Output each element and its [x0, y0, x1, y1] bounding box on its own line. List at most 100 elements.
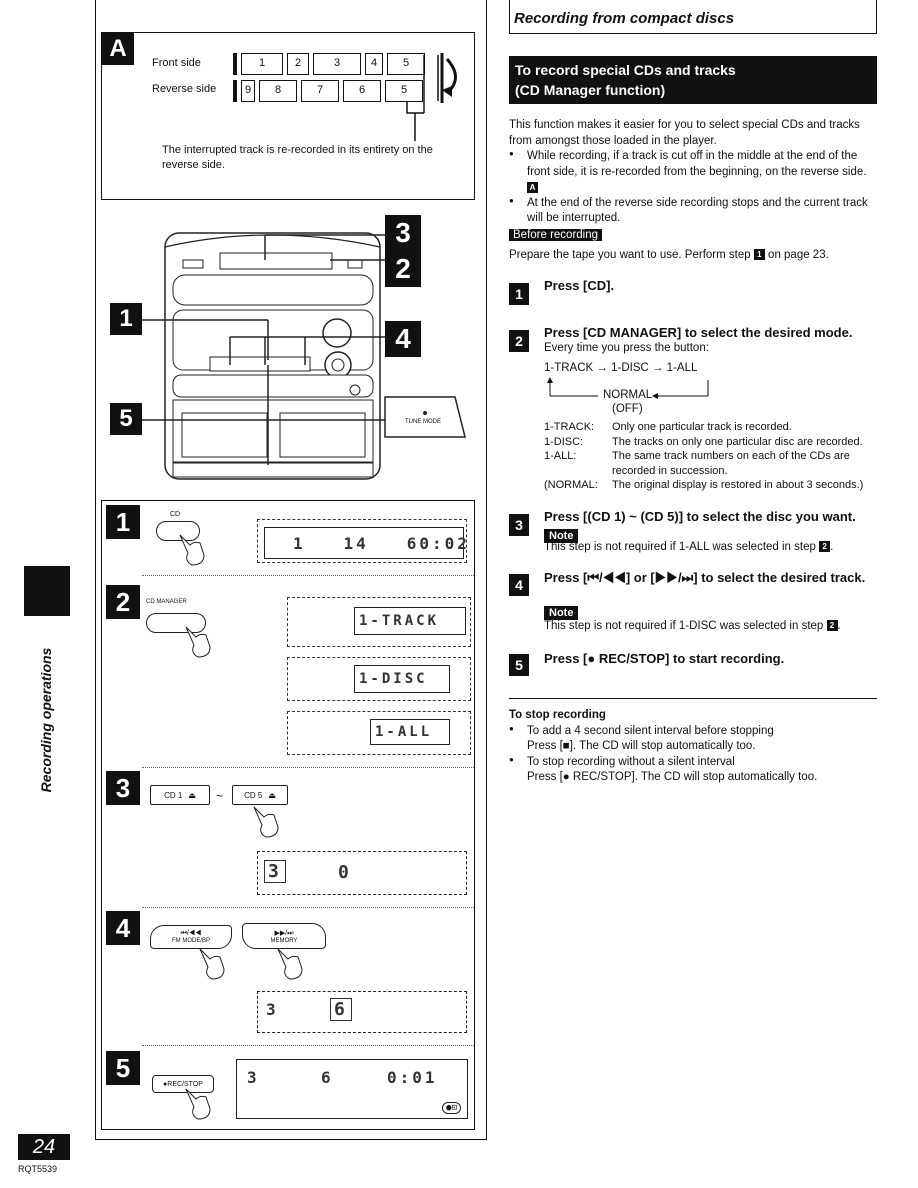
rec-stop-button[interactable]: ●REC/STOP: [152, 1075, 214, 1093]
lcd-step-2c-inner: 1-ALL: [370, 719, 450, 745]
def-1-disc: 1-DISC:The tracks on only one particular…: [544, 435, 863, 448]
track-box: 7: [301, 80, 339, 102]
page-number: 24: [18, 1134, 70, 1160]
step-4-note-label: Note: [544, 603, 579, 621]
step-ref: 2: [826, 620, 838, 632]
reverse-side-label: Reverse side: [152, 83, 217, 95]
pointing-hand-icon: [253, 806, 279, 838]
stop-bullet-1b: Press [■]. The CD will stop automaticall…: [527, 740, 756, 753]
stop-recording-block: To stop recording To add a 4 second sile…: [509, 708, 877, 786]
track-box: 5: [385, 80, 423, 102]
normal-mode: NORMAL: [603, 389, 653, 401]
intro-bullet-2: At the end of the reverse side recording…: [509, 196, 877, 227]
cd5-button-label: CD 5: [244, 790, 263, 800]
intro-block: This function makes it easier for you to…: [509, 118, 877, 227]
panel-step-1-badge: 1: [106, 505, 140, 539]
track-box: 9: [241, 80, 255, 102]
stop-bullet-2a: To stop recording without a silent inter…: [509, 755, 877, 771]
callout-4: 4: [385, 321, 421, 357]
before-recording-label: Before recording: [509, 229, 603, 241]
lcd-1-track-text: 1-TRACK: [359, 613, 440, 629]
cd5-button[interactable]: CD 5 ⏏: [232, 785, 288, 805]
front-side-label: Front side: [152, 57, 201, 69]
sidebar-tab: [24, 566, 70, 616]
step-4-number: 4: [509, 574, 529, 596]
section-title: Recording from compact discs: [514, 10, 735, 27]
cycle-arrow-icon: [547, 377, 709, 399]
range-tilde: ~: [216, 789, 224, 803]
track-box: 8: [259, 80, 297, 102]
callout-5: 5: [110, 403, 142, 435]
figure-ref-a: A: [527, 181, 538, 193]
step-2-number: 2: [509, 330, 529, 352]
before-recording-text: Prepare the tape you want to use. Perfor…: [509, 249, 829, 261]
step-1-title: Press [CD].: [544, 278, 615, 293]
step-5-number: 5: [509, 654, 529, 676]
step-3-title: Press [(CD 1) ~ (CD 5)] to select the di…: [544, 509, 856, 524]
lcd-step-3-disc: 3: [264, 860, 286, 883]
step-3-number: 3: [509, 514, 529, 536]
reverse-track-bar: 9 8 7 6 5: [233, 80, 423, 102]
skip-back-icon: ⏮/◀◀: [180, 930, 202, 937]
lcd-step-2b: [287, 657, 471, 701]
memory-label: MEMORY: [270, 937, 298, 944]
lcd-step-4-disc: 3: [266, 1000, 279, 1019]
lcd-step-5: 3 6 0:01 ●⊡: [236, 1059, 468, 1119]
diagram-a-caption: The interrupted track is re-recorded in …: [162, 144, 433, 171]
lcd-step-5-track: 6: [321, 1068, 334, 1087]
diagram-a-badge: A: [102, 33, 134, 65]
panel-step-3-badge: 3: [106, 771, 140, 805]
callout-2: 2: [385, 251, 421, 287]
skip-forward-button[interactable]: ▶▶/⏭ MEMORY: [242, 923, 326, 949]
lcd-1-all-text: 1-ALL: [375, 724, 433, 740]
title-banner: To record special CDs and tracks (CD Man…: [509, 56, 877, 104]
step-4-note-text: This step is not required if 1-DISC was …: [544, 620, 841, 632]
mode-cycle: 1-TRACK → 1-DISC → 1-ALL: [544, 362, 698, 374]
eject-icon: ⏏: [188, 790, 196, 800]
divider: [142, 1045, 474, 1046]
def-1-track: 1-TRACK:Only one particular track is rec…: [544, 421, 792, 433]
step-ref: 1: [753, 249, 765, 261]
lcd-step-5-disc: 3: [247, 1068, 260, 1087]
track-box: 2: [287, 53, 309, 75]
tune-mode-label: TUNE MODE: [405, 419, 441, 425]
lcd-step-1: [257, 519, 467, 563]
lcd-step-4-track: 6: [330, 998, 352, 1021]
fm-mode-label: FM MODE/BP: [171, 938, 210, 944]
stop-heading: To stop recording: [509, 709, 606, 721]
step-5-title: Press [● REC/STOP] to start recording.: [544, 651, 785, 666]
track-box: 3: [313, 53, 361, 75]
divider: [142, 767, 474, 768]
step-2-sub: Every time you press the button:: [544, 342, 709, 354]
diagram-a: A Front side Reverse side 1 2 3 4 5 9 8 …: [101, 32, 475, 200]
callout-3: 3: [385, 215, 421, 251]
unit-illustration: TUNE MODE 3 2 1 4 5: [110, 215, 480, 490]
cd-manager-button[interactable]: [146, 613, 206, 633]
panel-step-2-badge: 2: [106, 585, 140, 619]
divider: [142, 575, 474, 576]
pointing-hand-icon: [185, 1088, 211, 1120]
title-line-2: (CD Manager function): [515, 82, 666, 98]
pointing-hand-icon: [185, 626, 211, 658]
lcd-step-2b-inner: 1-DISC: [354, 665, 450, 693]
title-line-1: To record special CDs and tracks: [515, 62, 736, 78]
lcd-step-5-time: 0:01: [387, 1068, 438, 1087]
cd1-button[interactable]: CD 1⏏: [150, 785, 210, 805]
step-3-note-text: This step is not required if 1-ALL was s…: [544, 541, 834, 553]
panel-step-5-badge: 5: [106, 1051, 140, 1085]
lcd-step-2c: [287, 711, 471, 755]
lcd-step-4: 3 6: [257, 991, 467, 1033]
intro-bullet-1: While recording, if a track is cut off i…: [509, 149, 877, 196]
skip-back-button[interactable]: ⏮/◀◀ FM MODE/BP: [150, 925, 232, 949]
cd-button[interactable]: [156, 521, 200, 541]
step-3-note-label: Note: [544, 526, 579, 544]
def-normal: (NORMAL:The original display is restored…: [544, 479, 864, 492]
pointing-hand-icon: [179, 534, 205, 566]
pointing-hand-icon: [199, 948, 225, 980]
stop-bullet-1a: To add a 4 second silent interval before…: [509, 724, 877, 740]
lcd-1-disc-text: 1-DISC: [359, 671, 428, 687]
steps-panel: 1 CD 1 14 60:02 2 CD MANAGER 1-TRACK 1-D…: [101, 500, 475, 1130]
eject-icon: ⏏: [268, 790, 276, 800]
track-box: 6: [343, 80, 381, 102]
intro-text: This function makes it easier for you to…: [509, 119, 860, 147]
